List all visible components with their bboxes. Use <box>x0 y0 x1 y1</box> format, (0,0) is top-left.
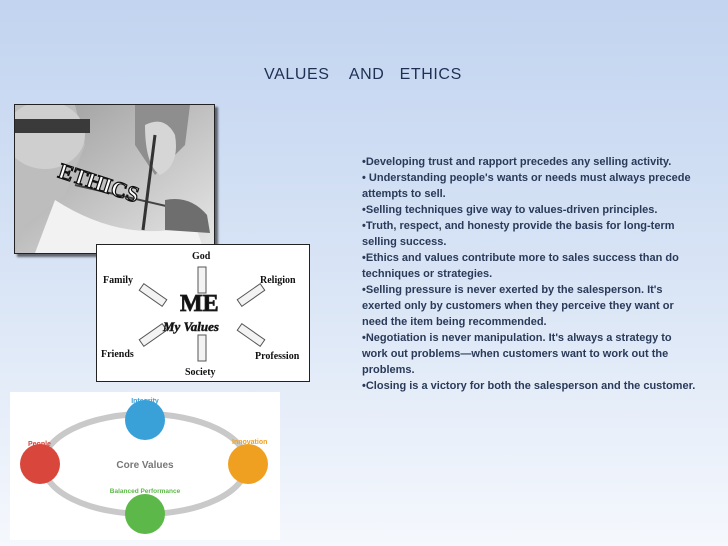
label-innovation: Innovation <box>232 439 267 446</box>
label-core-values: Core Values <box>116 460 174 471</box>
integrity-icon <box>125 400 165 440</box>
my-values-diagram: God Family Religion ME My Values Friends… <box>96 244 310 382</box>
ethics-image: ETHICS <box>5 101 215 254</box>
slide-title: VALUES AND ETHICS <box>264 66 462 83</box>
bullet-list: •Developing trust and rapport precedes a… <box>362 154 697 394</box>
ethics-illustration: ETHICS <box>5 101 214 253</box>
core-values-diagram: Integrity People Innovation Balanced Per… <box>10 392 280 540</box>
bullet-item: •Selling pressure is never exerted by th… <box>362 284 674 328</box>
diagram-arrows <box>138 266 266 362</box>
innovation-icon <box>228 444 268 484</box>
label-integrity: Integrity <box>131 398 159 405</box>
bullet-item: •Developing trust and rapport precedes a… <box>362 156 672 168</box>
arrow-upper-left <box>138 282 168 308</box>
bullet-item: • Understanding people's wants or needs … <box>362 172 691 200</box>
label-god: God <box>192 251 211 262</box>
label-my-values: My Values <box>162 319 219 334</box>
arrow-lower-right <box>236 322 266 348</box>
arrow-upper-right <box>236 282 266 308</box>
arrow-lower-left <box>138 322 168 348</box>
bullet-item: •Negotiation is never manipulation. It's… <box>362 332 672 376</box>
bullet-item: •Closing is a victory for both the sales… <box>362 380 696 392</box>
balanced-performance-icon <box>125 494 165 534</box>
bullet-item: •Truth, respect, and honesty provide the… <box>362 220 675 248</box>
arrow-up <box>197 266 207 294</box>
arrow-down <box>197 334 207 362</box>
label-people: People <box>28 441 51 448</box>
bullet-item: •Selling techniques give way to values-d… <box>362 204 658 216</box>
label-me: ME <box>180 291 219 317</box>
label-balanced-performance: Balanced Performance <box>110 488 181 495</box>
label-friends: Friends <box>101 349 134 360</box>
bullet-item: •Ethics and values contribute more to sa… <box>362 252 679 280</box>
people-icon <box>20 444 60 484</box>
label-family: Family <box>103 275 133 286</box>
label-society: Society <box>185 367 216 378</box>
label-religion: Religion <box>260 275 296 286</box>
label-profession: Profession <box>255 351 300 362</box>
